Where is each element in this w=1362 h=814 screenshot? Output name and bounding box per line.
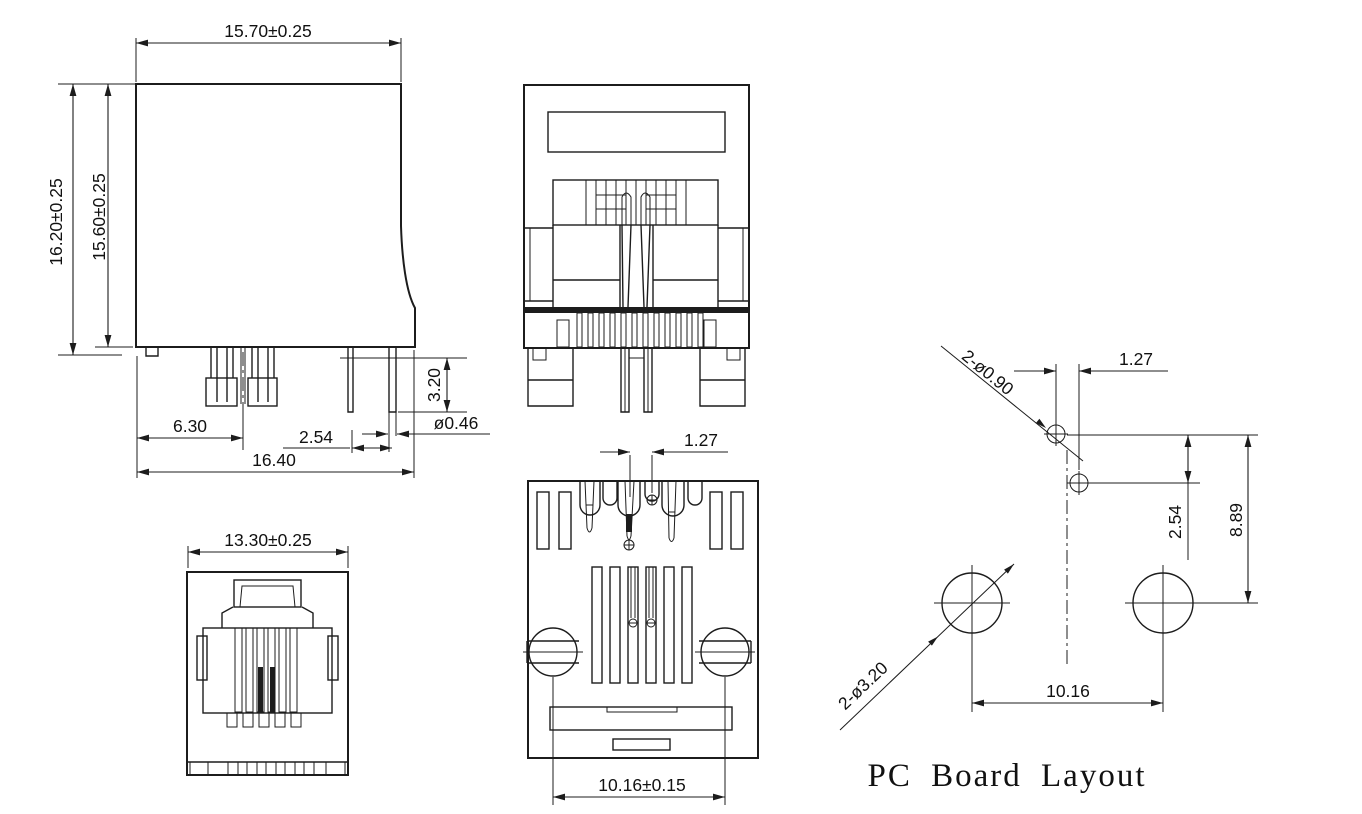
face-view-contact-pin bbox=[270, 667, 275, 712]
pcb-leader-big-holes: 2-ø3.20 bbox=[834, 563, 1015, 731]
side-view-solder-pins bbox=[340, 347, 467, 453]
dim-side-height-outer: 16.20±0.25 bbox=[46, 83, 137, 356]
bottom-view: 1.27 bbox=[523, 430, 759, 805]
pcb-layout: 2-ø0.90 1.27 2.54 8.89 2-ø3.20 bbox=[834, 346, 1258, 794]
dim-face-width-label: 13.30±0.25 bbox=[224, 530, 311, 550]
dim-pin-pitch-label: 2.54 bbox=[299, 427, 333, 447]
dim-bottom-pin-gap: 1.27 bbox=[600, 430, 728, 497]
dim-bottom-post-span-label: 10.16±0.15 bbox=[598, 775, 685, 795]
dim-side-height-inner-label: 15.60±0.25 bbox=[89, 173, 109, 260]
bottom-view-outline bbox=[527, 480, 759, 759]
front-view-center-pins bbox=[620, 348, 653, 413]
front-view-base-strips bbox=[556, 312, 717, 348]
dim-pcb-row-spacing-label: 2.54 bbox=[1165, 505, 1185, 539]
pcb-small-holes bbox=[1044, 422, 1091, 495]
face-view-jack-opening bbox=[196, 579, 339, 728]
side-view-plastic-posts bbox=[205, 347, 278, 452]
dim-pcb-hole-to-post: 8.89 bbox=[1226, 435, 1252, 603]
front-view-window bbox=[547, 111, 726, 153]
dim-bottom-post-span: 10.16±0.15 bbox=[552, 677, 726, 805]
front-view bbox=[523, 84, 750, 413]
dim-pin-offset-label: 6.30 bbox=[173, 416, 207, 436]
pcb-reference-lines bbox=[1067, 434, 1258, 484]
dim-pcb-row-spacing: 2.54 bbox=[1165, 435, 1192, 560]
bottom-view-latch bbox=[549, 706, 733, 751]
pcb-layout-title: PC Board Layout bbox=[868, 758, 1147, 794]
bottom-view-top-comb bbox=[536, 480, 744, 551]
dim-pcb-post-span-label: 10.16 bbox=[1046, 681, 1090, 701]
face-view-contact-pin bbox=[258, 667, 263, 712]
dim-pcb-hole-to-post-label: 8.89 bbox=[1226, 503, 1246, 537]
front-view-contact-comb bbox=[552, 179, 719, 308]
dim-bottom-pin-gap-label: 1.27 bbox=[684, 430, 718, 450]
front-view-mount-feet bbox=[527, 348, 746, 407]
dim-side-height-inner: 15.60±0.25 bbox=[89, 84, 133, 348]
dim-pcb-hole-offset-x-label: 1.27 bbox=[1119, 349, 1153, 369]
dim-total-width-label: 16.40 bbox=[252, 450, 296, 470]
front-view-base-band bbox=[524, 307, 749, 313]
dim-side-height-outer-label: 16.20±0.25 bbox=[46, 178, 66, 265]
front-view-body-outline bbox=[523, 84, 750, 349]
dim-pin-diameter: ø0.46 bbox=[362, 413, 490, 438]
face-view: 13.30±0.25 bbox=[186, 530, 349, 776]
dim-pcb-post-span: 10.16 bbox=[971, 641, 1164, 712]
dim-face-width: 13.30±0.25 bbox=[187, 530, 349, 568]
dim-total-width: 16.40 bbox=[137, 350, 415, 478]
pcb-big-holes-label: 2-ø3.20 bbox=[834, 657, 892, 713]
dim-pcb-hole-offset-x: 1.27 bbox=[1014, 349, 1168, 470]
dim-pin-diameter-label: ø0.46 bbox=[434, 413, 479, 433]
dim-side-width-label: 15.70±0.25 bbox=[224, 21, 311, 41]
front-view-mid-blocks bbox=[524, 225, 749, 307]
face-view-base-teeth bbox=[189, 761, 346, 776]
pcb-small-holes-label: 2-ø0.90 bbox=[958, 346, 1018, 400]
dim-pin-length-label: 3.20 bbox=[424, 368, 444, 402]
dim-side-width: 15.70±0.25 bbox=[135, 21, 402, 82]
pcb-leader-small-holes: 2-ø0.90 bbox=[940, 346, 1084, 462]
dim-pin-length: 3.20 bbox=[398, 358, 467, 413]
side-view: 15.70±0.25 16.20±0.25 15.60±0.25 6.30 2.… bbox=[46, 21, 490, 478]
bottom-view-mount-posts bbox=[523, 627, 755, 677]
bottom-view-slot-pins bbox=[628, 567, 656, 628]
side-view-foot bbox=[145, 347, 159, 357]
dim-pin-offset: 6.30 bbox=[136, 356, 244, 478]
side-view-body-outline bbox=[135, 83, 416, 348]
pcb-big-holes bbox=[934, 565, 1258, 641]
dim-pin-pitch: 2.54 bbox=[283, 427, 392, 452]
face-view-mouth-teeth bbox=[226, 712, 302, 728]
bottom-view-slots bbox=[591, 566, 693, 684]
